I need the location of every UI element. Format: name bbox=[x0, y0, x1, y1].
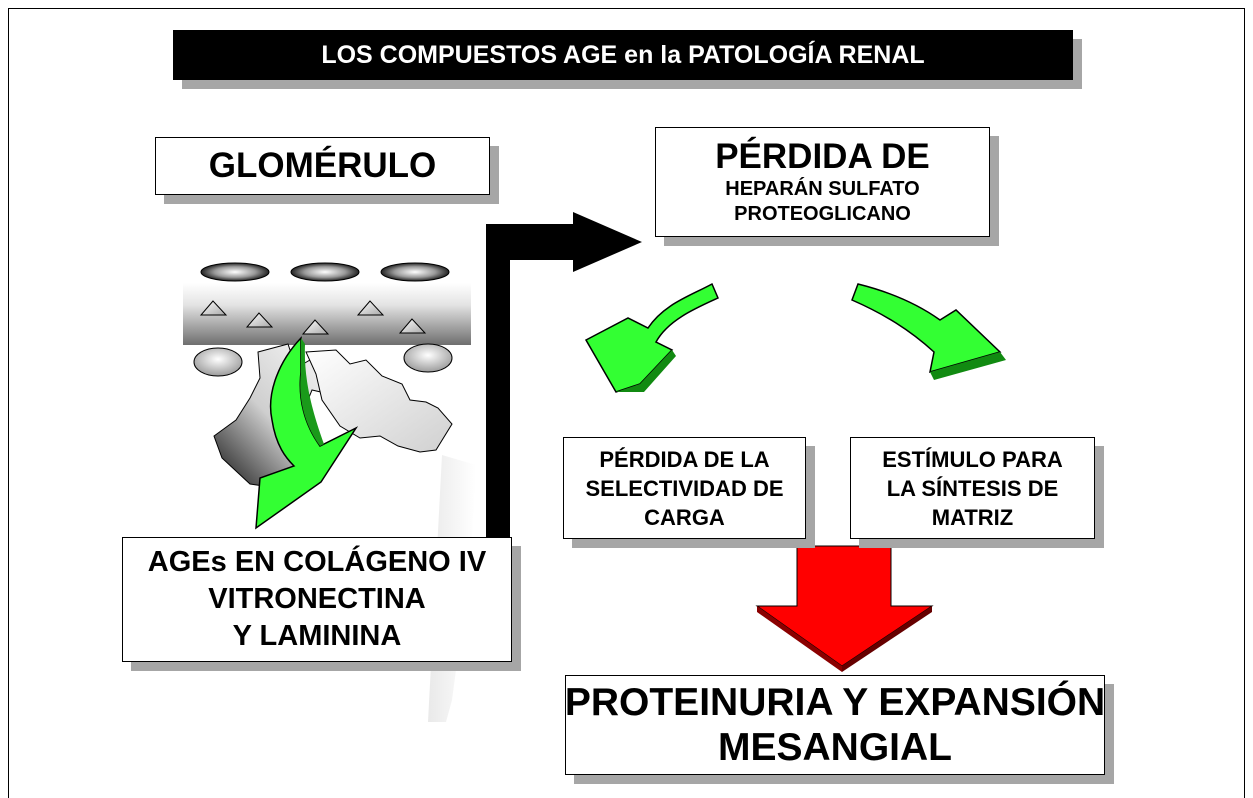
ages-line-1: AGEs EN COLÁGENO IV bbox=[147, 546, 487, 578]
matriz-line-1: ESTÍMULO PARA bbox=[882, 446, 1063, 472]
slide-frame bbox=[8, 8, 1245, 798]
carga-line-3: CARGA bbox=[644, 504, 725, 530]
black-connector-arrow-icon bbox=[486, 212, 642, 537]
carga-line-1: PÉRDIDA DE LA bbox=[599, 446, 770, 472]
curved-green-arrow-icon bbox=[255, 336, 359, 530]
matriz-line-2: LA SÍNTESIS DE bbox=[886, 475, 1059, 501]
ages-line-2: VITRONECTINA bbox=[208, 583, 426, 615]
perdida-sub-line1: HEPARÁN SULFATO bbox=[725, 178, 920, 200]
ages-box: AGEs EN COLÁGENO IV VITRONECTINA Y LAMIN… bbox=[122, 537, 512, 662]
proteinuria-line-1: PROTEINURIA Y EXPANSIÓN bbox=[564, 681, 1106, 724]
slide-title: LOS COMPUESTOS AGE en la PATOLOGÍA RENAL bbox=[173, 30, 1073, 80]
red-down-arrow-icon bbox=[755, 545, 934, 672]
matriz-line-3: MATRIZ bbox=[931, 504, 1014, 530]
perdida-heading: PÉRDIDA DE bbox=[715, 137, 930, 176]
curved-green-arrow-right-icon bbox=[851, 283, 1006, 380]
perdida-heparan-box: PÉRDIDA DE HEPARÁN SULFATO PROTEOGLICANO bbox=[655, 127, 990, 237]
ages-line-3: Y LAMININA bbox=[232, 620, 402, 652]
proteinuria-box: PROTEINURIA Y EXPANSIÓN MESANGIAL bbox=[565, 675, 1105, 775]
perdida-sub-line2: PROTEOGLICANO bbox=[734, 203, 911, 225]
sintesis-matriz-box: ESTÍMULO PARA LA SÍNTESIS DE MATRIZ bbox=[850, 437, 1095, 539]
glomerulo-label: GLOMÉRULO bbox=[208, 146, 437, 185]
proteinuria-line-2: MESANGIAL bbox=[718, 726, 952, 769]
carga-line-2: SELECTIVIDAD DE bbox=[585, 475, 784, 501]
selectividad-carga-box: PÉRDIDA DE LA SELECTIVIDAD DE CARGA bbox=[563, 437, 806, 539]
curved-green-arrow-left-icon bbox=[584, 282, 719, 393]
glomerulo-box: GLOMÉRULO bbox=[155, 137, 490, 195]
